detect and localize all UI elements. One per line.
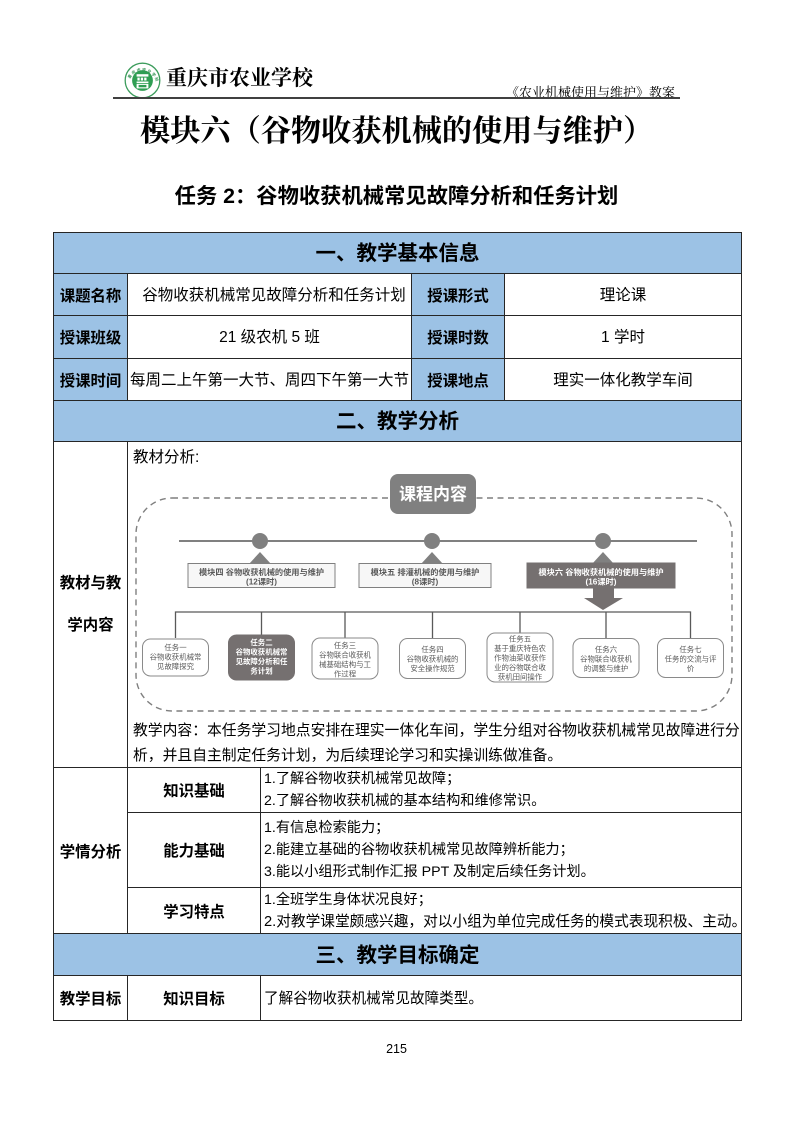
svg-text:课程内容: 课程内容 xyxy=(399,484,467,504)
svg-text:任务二: 任务二 xyxy=(250,638,272,647)
svg-text:谷物联合收获机: 谷物联合收获机 xyxy=(580,655,632,664)
svg-text:任务的交流与评: 任务的交流与评 xyxy=(665,655,717,664)
svg-text:见故障探究: 见故障探究 xyxy=(157,662,195,671)
svg-text:基于重庆特色农: 基于重庆特色农 xyxy=(494,644,546,653)
svg-text:谷物收获机械常: 谷物收获机械常 xyxy=(150,653,202,662)
svg-text:的调整与维护: 的调整与维护 xyxy=(584,664,628,673)
svg-text:(12课时): (12课时) xyxy=(246,577,277,587)
svg-text:任务一: 任务一 xyxy=(164,643,187,652)
svg-text:谷物联合收获机: 谷物联合收获机 xyxy=(319,651,371,660)
svg-text:任务三: 任务三 xyxy=(334,641,356,650)
svg-text:任务五: 任务五 xyxy=(509,635,531,644)
svg-text:任务七: 任务七 xyxy=(679,645,702,654)
svg-text:作物油菜收获作: 作物油菜收获作 xyxy=(494,654,546,663)
svg-text:价: 价 xyxy=(687,664,695,673)
svg-text:模块五 排灌机械的使用与维护: 模块五 排灌机械的使用与维护 xyxy=(371,567,480,577)
svg-text:安全操作规范: 安全操作规范 xyxy=(410,664,455,673)
svg-text:获机田间操作: 获机田间操作 xyxy=(498,673,543,682)
svg-text:(8课时): (8课时) xyxy=(412,577,439,587)
svg-text:业的谷物联合收: 业的谷物联合收 xyxy=(494,663,546,672)
svg-text:械基础结构与工: 械基础结构与工 xyxy=(319,660,371,669)
svg-text:任务六: 任务六 xyxy=(595,645,618,654)
svg-text:见故障分析和任: 见故障分析和任 xyxy=(236,657,288,666)
svg-text:作过程: 作过程 xyxy=(334,670,357,679)
svg-text:谷物收获机械常: 谷物收获机械常 xyxy=(236,648,288,657)
svg-text:模块四 谷物收获机械的使用与维护: 模块四 谷物收获机械的使用与维护 xyxy=(199,567,324,577)
svg-text:(16课时): (16课时) xyxy=(586,577,617,587)
svg-text:任务四: 任务四 xyxy=(421,645,443,654)
svg-text:务计划: 务计划 xyxy=(250,667,272,676)
svg-text:谷物收获机械的: 谷物收获机械的 xyxy=(407,655,459,664)
svg-text:模块六 谷物收获机械的使用与维护: 模块六 谷物收获机械的使用与维护 xyxy=(538,567,663,577)
